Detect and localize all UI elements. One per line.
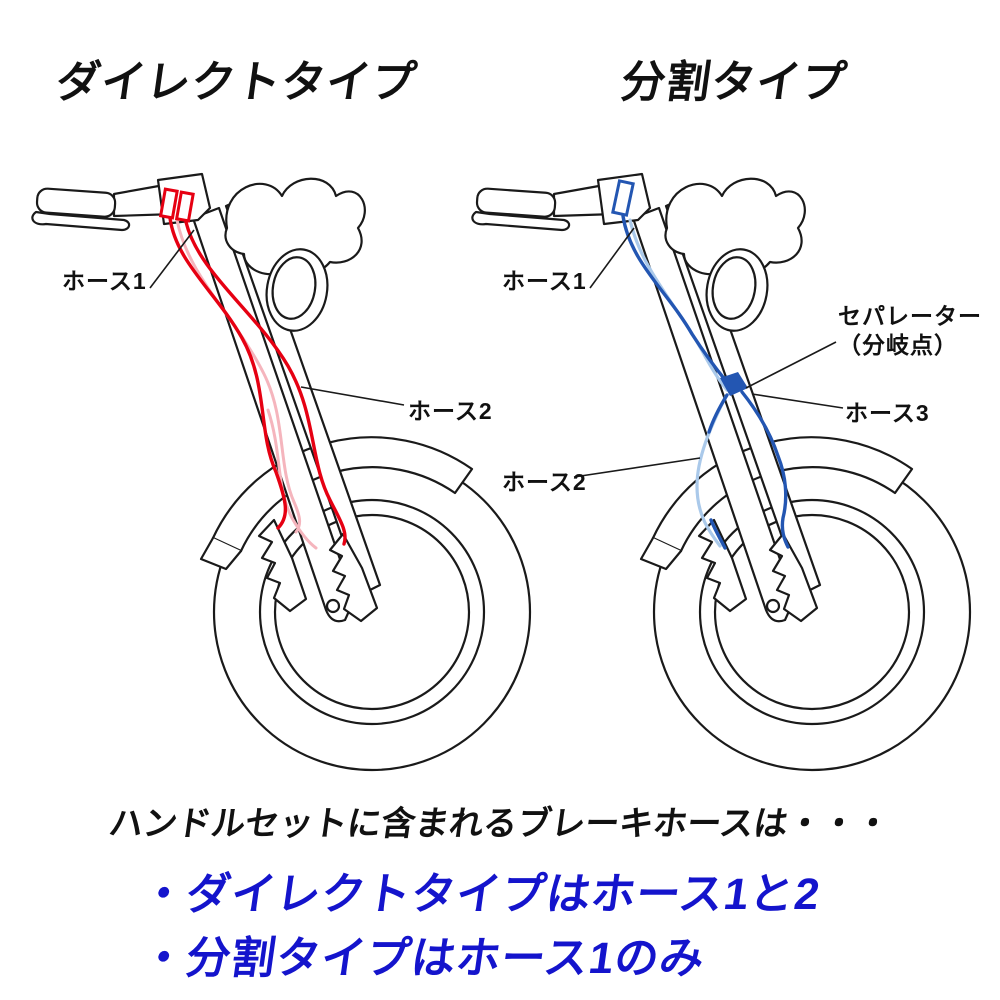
left-hose2-pointer-line [300,386,405,406]
right-hose2-pointer-line [573,457,701,478]
split-hose3-path [740,390,790,549]
footer-bullet-split: ・分割タイプはホース1のみ [137,934,709,983]
separator-pointer-line [745,341,837,389]
split-hose1-path [621,214,732,388]
right-hose1-pointer-line [589,227,635,289]
footer-bullet-direct: ・ダイレクトタイプはホース1と2 [137,870,824,919]
separator-junction [720,372,748,396]
label-right-hose3: ホース3 [845,400,930,426]
footer-intro-text: ハンドルセットに含まれるブレーキホースは・・・ [106,805,893,843]
left-hose1-pointer-line [149,229,195,289]
label-left-hose1: ホース1 [62,268,147,294]
direct-hose1-path [168,216,287,530]
title-split-type: 分割タイプ [617,58,850,107]
label-separator: セパレーター （分岐点） [838,302,982,360]
label-right-hose1: ホース1 [502,268,587,294]
title-direct-type: ダイレクトタイプ [52,58,420,107]
direct-hose2-fitting [174,190,195,223]
direct-type-bike-drawing [31,172,532,772]
direct-hose2-path [184,220,347,546]
label-left-hose2: ホース2 [408,398,493,424]
label-separator-line2: （分岐点） [838,331,958,358]
label-separator-line1: セパレーター [838,303,982,329]
direct-hose-far-side-2 [266,408,318,550]
right-hose3-pointer-line [751,393,844,409]
callout-lines [149,227,844,478]
direct-hose1-fitting [158,187,179,220]
split-hose1-fitting [611,179,635,217]
split-type-bike-drawing [471,172,972,772]
label-right-hose2: ホース2 [502,469,587,495]
split-hose2-lower-end [709,518,727,550]
split-hose2-upper-end [707,393,729,434]
